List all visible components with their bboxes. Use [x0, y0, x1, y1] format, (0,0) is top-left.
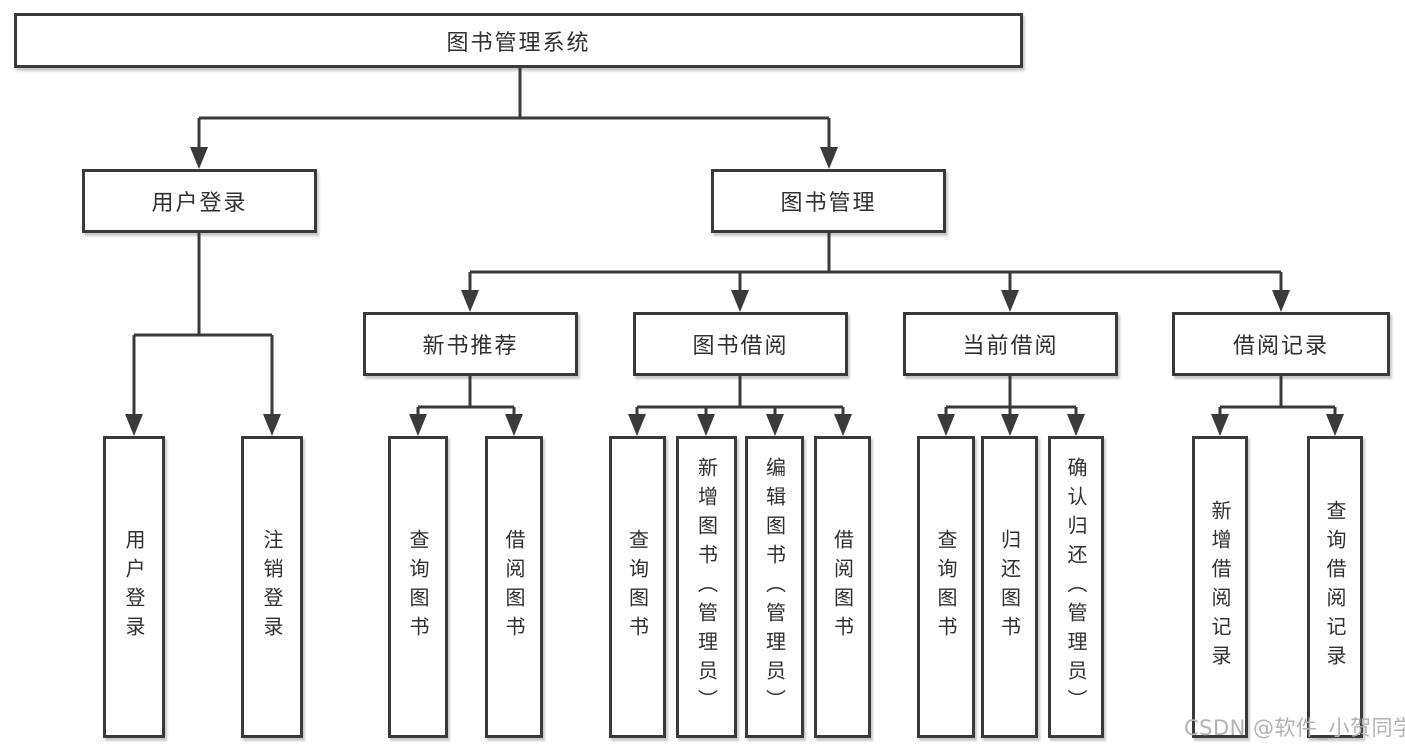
- node-book-management: 图书管理: [711, 169, 946, 233]
- node-label: 确认归还（管理员）: [1064, 456, 1088, 718]
- leaf-br-query-borrow-record: 查询借阅记录: [1307, 436, 1363, 738]
- leaf-nbr-borrow-books: 借阅图书: [485, 436, 543, 738]
- node-label: 注销登录: [260, 529, 284, 645]
- node-label: 新增图书（管理员）: [694, 456, 719, 718]
- leaf-nbr-query-books: 查询图书: [388, 436, 448, 738]
- node-new-book-recommend: 新书推荐: [363, 312, 578, 376]
- leaf-cb-confirm-return-admin: 确认归还（管理员）: [1048, 436, 1104, 738]
- node-current-borrow: 当前借阅: [903, 312, 1118, 376]
- leaf-logout: 注销登录: [241, 436, 303, 738]
- leaf-cb-return-books: 归还图书: [981, 436, 1038, 738]
- watermark-text: CSDN @软件_小贺同学: [1184, 716, 1405, 740]
- node-label: 新书推荐: [422, 334, 519, 359]
- node-borrow-records: 借阅记录: [1172, 312, 1390, 376]
- leaf-cb-query-books: 查询图书: [917, 436, 975, 738]
- node-label: 图书管理: [780, 191, 877, 216]
- node-label: 新增借阅记录: [1208, 500, 1232, 674]
- node-label: 借阅记录: [1232, 334, 1329, 359]
- node-label: 图书借阅: [692, 334, 789, 359]
- leaf-br-add-borrow-record: 新增借阅记录: [1192, 436, 1248, 738]
- leaf-bb-edit-books-admin: 编辑图书（管理员）: [745, 436, 804, 738]
- node-label: 借阅图书: [830, 529, 855, 645]
- node-label: 当前借阅: [962, 334, 1059, 359]
- leaf-bb-add-books-admin: 新增图书（管理员）: [676, 436, 737, 738]
- node-label: 用户登录: [151, 191, 248, 216]
- leaf-bb-query-books: 查询图书: [609, 436, 666, 738]
- node-root-library-system: 图书管理系统: [14, 13, 1023, 68]
- node-label: 查询借阅记录: [1323, 500, 1347, 674]
- node-user-login: 用户登录: [82, 169, 317, 233]
- node-book-borrow: 图书借阅: [633, 312, 848, 376]
- node-label: 查询图书: [406, 529, 430, 645]
- node-label: 查询图书: [934, 529, 958, 645]
- node-label: 编辑图书（管理员）: [762, 456, 787, 718]
- leaf-user-login: 用户登录: [103, 436, 165, 738]
- node-label: 查询图书: [625, 529, 650, 645]
- node-label: 借阅图书: [502, 529, 526, 645]
- node-label: 用户登录: [122, 529, 146, 645]
- node-label: 图书管理系统: [446, 30, 591, 56]
- node-label: 归还图书: [997, 529, 1022, 645]
- leaf-bb-borrow-books: 借阅图书: [814, 436, 871, 738]
